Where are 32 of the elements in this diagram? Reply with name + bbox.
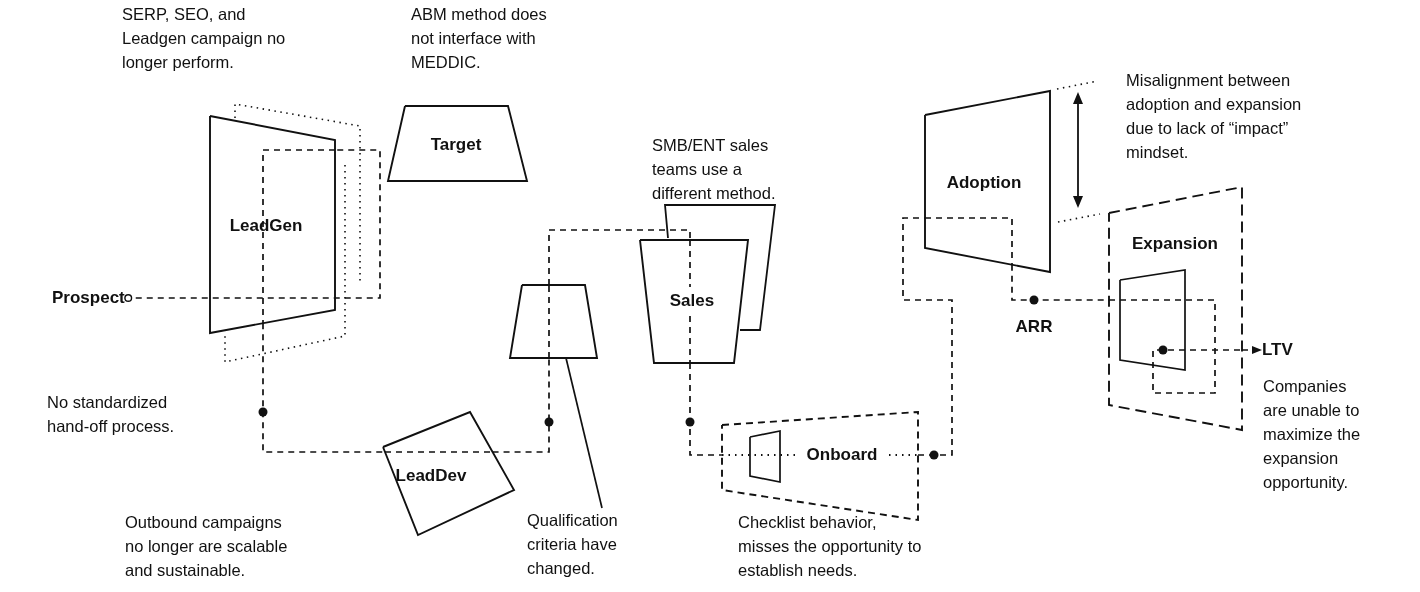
stage-shape (383, 412, 514, 535)
leader-line (565, 357, 603, 509)
annotation-text: SMB/ENT sales teams use a different method. (652, 135, 777, 204)
annotation-text: Outbound campaigns no longer are scalable and sustainable. (125, 512, 289, 581)
annotation-text: No standardized hand-off process. (47, 392, 176, 437)
stage-shape (1109, 187, 1242, 430)
annotation-text: Misalignment between adoption and expansion due to lack of “impact” mindset. (1126, 70, 1303, 163)
annotation-text: Checklist behavior, misses the opportunity to establish needs. (738, 512, 923, 581)
stage-shape (388, 106, 527, 181)
flow-connector (491, 357, 550, 453)
flow-connector (689, 362, 723, 456)
flow-connector (123, 149, 381, 302)
stage-label: LeadDev (395, 466, 467, 486)
flow-connector (548, 229, 691, 286)
stage-label: Adoption (946, 173, 1022, 193)
stage-label: LeadGen (229, 216, 303, 236)
stage-label: Target (430, 135, 482, 155)
stage-label: LTV (1262, 340, 1293, 360)
stage-shape (925, 91, 1050, 272)
stage-label: Prospect (52, 288, 125, 308)
stage-label: Sales (669, 291, 715, 311)
stage-shape (640, 240, 748, 363)
stage-label: Onboard (806, 445, 878, 465)
stage-shape (210, 116, 335, 333)
annotation-text: Companies are unable to maximize the expansion opportunity. (1263, 376, 1362, 493)
annotation-text: ABM method does not interface with MEDDIC. (411, 4, 548, 73)
annotation-text: SERP, SEO, and Leadgen campaign no longer perform. (122, 4, 287, 73)
trapezoid-shape (510, 285, 597, 358)
annotation-text: Qualification criteria have changed. (527, 508, 627, 580)
stage-label: Expansion (1132, 234, 1218, 254)
flow-connector (1241, 346, 1263, 354)
flow-connector (902, 217, 953, 456)
